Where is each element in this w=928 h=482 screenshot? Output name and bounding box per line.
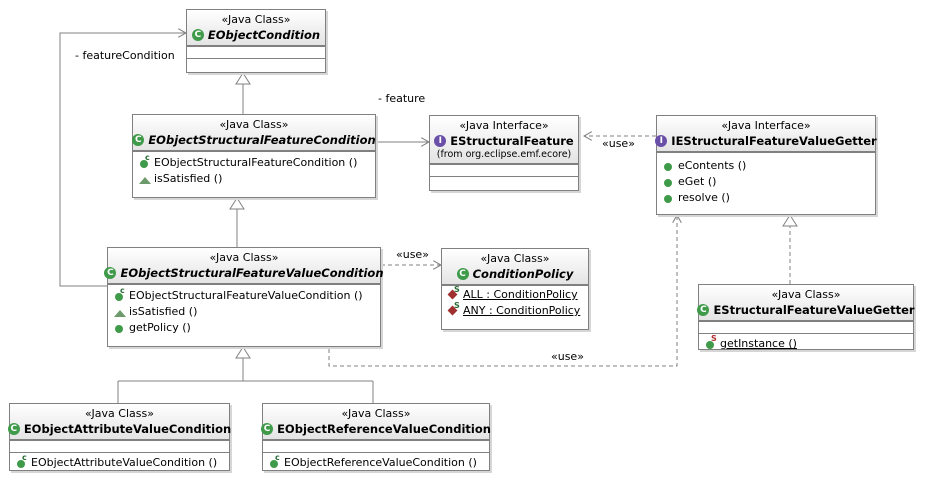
- operations-compartment: [430, 176, 578, 188]
- static-final-field-icon: S: [447, 286, 460, 301]
- static-final-field-icon: S: [447, 302, 460, 317]
- stereotype: «Java Class»: [480, 252, 550, 265]
- constructor-icon: c: [139, 154, 151, 169]
- protected-method-icon: [114, 306, 126, 318]
- class-name: ConditionPolicy: [472, 267, 574, 281]
- operation-name: getInstance (): [720, 337, 797, 350]
- dependency-sfv-getter: [328, 215, 677, 367]
- class-icon: C: [456, 268, 469, 280]
- use-label-bottom: «use»: [551, 350, 584, 363]
- attributes-compartment: [10, 440, 229, 452]
- class-name: EObjectStructuralFeatureValueCondition: [120, 266, 384, 280]
- stereotype: «Java Class»: [771, 288, 841, 301]
- operation-row[interactable]: resolve (): [663, 190, 875, 206]
- operation-row[interactable]: eGet (): [663, 174, 875, 190]
- feature-condition-label: - featureCondition: [75, 49, 175, 62]
- class-icon: C: [7, 423, 20, 435]
- interface-name: IEStructuralFeatureValueGetter: [671, 134, 877, 148]
- operation-name: EObjectStructuralFeatureCondition (): [154, 156, 358, 169]
- operation-row[interactable]: isSatisfied (): [114, 304, 380, 320]
- stereotype: «Java Interface»: [721, 119, 811, 132]
- generalization-attr-ref-to-sfv: [117, 347, 374, 403]
- operations-compartment: [187, 58, 325, 70]
- use-label-top: «use»: [602, 137, 635, 150]
- operation-name: EObjectStructuralFeatureValueCondition (…: [129, 289, 363, 302]
- stereotype: «Java Class»: [341, 407, 411, 420]
- class-icon: C: [697, 304, 710, 316]
- attributes-compartment: [699, 321, 913, 333]
- use-label-mid: «use»: [396, 248, 429, 261]
- class-name: EObjectReferenceValueCondition: [277, 422, 491, 436]
- stereotype: «Java Class»: [85, 407, 154, 420]
- class-icon: C: [104, 267, 117, 279]
- stereotype: «Java Class»: [209, 251, 279, 264]
- operations-compartment: eContents () eGet () resolve (): [657, 152, 875, 208]
- operation-name: isSatisfied (): [129, 305, 198, 318]
- stereotype: «Java Interface»: [459, 119, 549, 132]
- operation-name: eContents (): [678, 159, 747, 172]
- stereotype: «Java Class»: [219, 118, 289, 131]
- protected-method-icon: [139, 173, 151, 185]
- field-name: ALL : ConditionPolicy: [463, 288, 578, 301]
- class-name: EStructuralFeatureValueGetter: [713, 303, 915, 317]
- class-name: EObjectAttributeValueCondition: [23, 422, 232, 436]
- constructor-icon: c: [269, 454, 281, 469]
- association-feature-condition: [59, 33, 186, 287]
- feature-label: - feature: [378, 92, 426, 105]
- operation-name: EObjectAttributeValueCondition (): [31, 456, 218, 469]
- static-method-icon: S: [705, 335, 717, 350]
- operation-row[interactable]: getPolicy (): [114, 320, 380, 336]
- attributes-compartment: [187, 46, 325, 58]
- operation-name: getPolicy (): [129, 321, 191, 334]
- class-icon: C: [191, 29, 204, 41]
- operation-name: EObjectReferenceValueCondition (): [284, 456, 477, 469]
- operation-row[interactable]: isSatisfied (): [139, 171, 375, 187]
- public-method-icon: [663, 192, 675, 204]
- interface-name: EStructuralFeature: [450, 134, 574, 148]
- public-method-icon: [114, 322, 126, 334]
- class-icon: C: [261, 423, 274, 435]
- attributes-compartment: [263, 440, 489, 452]
- public-method-icon: [663, 160, 675, 172]
- operation-name: eGet (): [678, 175, 717, 188]
- field-name: ANY : ConditionPolicy: [463, 304, 581, 317]
- class-name: EObjectCondition: [207, 28, 321, 42]
- package-origin: (from org.eclipse.emf.ecore): [436, 149, 572, 160]
- interface-icon: I: [655, 135, 668, 147]
- operation-row[interactable]: eContents (): [663, 158, 875, 174]
- operation-name: isSatisfied (): [154, 172, 223, 185]
- class-name: EObjectStructuralFeatureCondition: [148, 133, 376, 147]
- attributes-compartment: [430, 164, 578, 176]
- stereotype: «Java Class»: [221, 13, 291, 26]
- interface-icon: I: [434, 135, 447, 147]
- operation-name: resolve (): [678, 191, 730, 204]
- constructor-icon: c: [114, 287, 126, 302]
- constructor-icon: c: [16, 454, 28, 469]
- class-icon: C: [132, 134, 145, 146]
- public-method-icon: [663, 176, 675, 188]
